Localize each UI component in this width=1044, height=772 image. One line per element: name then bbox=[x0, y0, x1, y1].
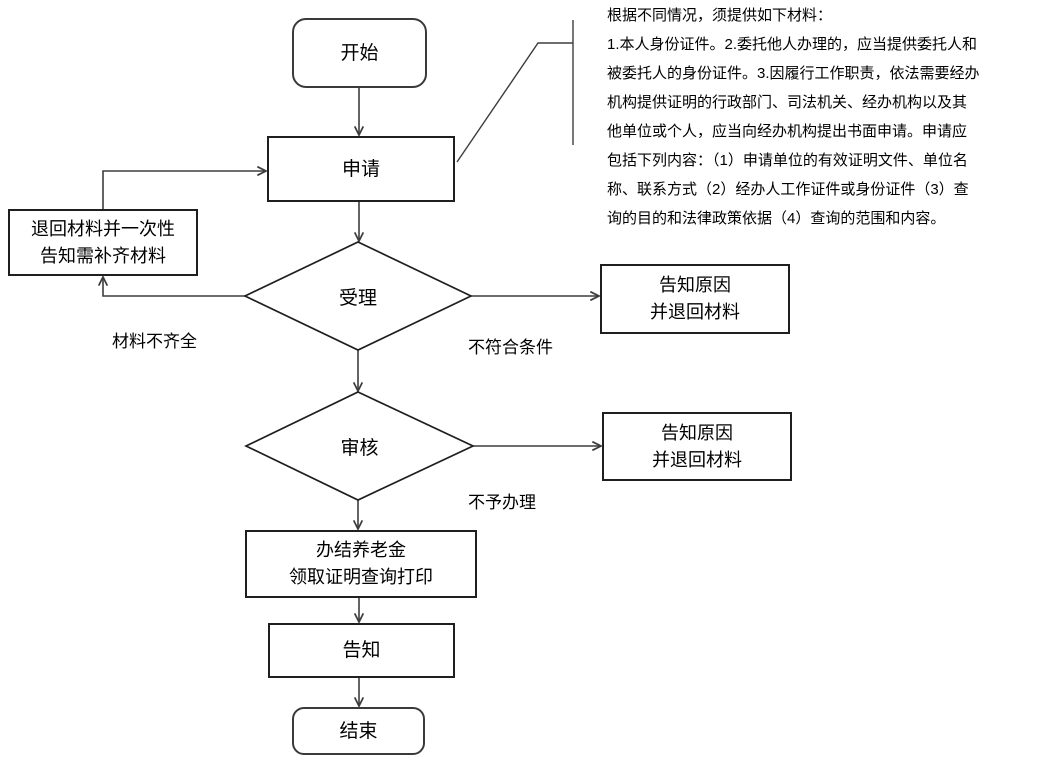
not-processed-label: 不予办理 bbox=[468, 493, 536, 512]
review-decision-label: 审核 bbox=[340, 437, 379, 459]
callout-leader-line bbox=[456, 42, 573, 163]
edge-return-apply bbox=[102, 165, 268, 209]
start-node: 开始 bbox=[292, 18, 427, 88]
notify-reason-return-node-2: 告知原因 并退回材料 bbox=[602, 412, 792, 481]
materials-incomplete-label: 材料不齐全 bbox=[112, 332, 197, 351]
not-qualified-label: 不符合条件 bbox=[468, 338, 553, 357]
inform-node: 告知 bbox=[268, 623, 455, 678]
end-node: 结束 bbox=[292, 707, 425, 755]
accept-decision-label: 受理 bbox=[338, 287, 377, 309]
return-materials-node: 退回材料并一次性 告知需补齐材料 bbox=[8, 209, 198, 276]
notify-reason-return-node-1: 告知原因 并退回材料 bbox=[600, 264, 790, 334]
complete-print-node: 办结养老金 领取证明查询打印 bbox=[245, 530, 477, 598]
apply-node: 申请 bbox=[267, 136, 455, 202]
edge-accept-return bbox=[97, 275, 245, 297]
accept-diamond bbox=[243, 241, 473, 351]
review-diamond bbox=[244, 391, 475, 501]
required-materials-annotation: 根据不同情况，须提供如下材料： 1.本人身份证件。2.委托他人办理的，应当提供委… bbox=[607, 7, 980, 227]
